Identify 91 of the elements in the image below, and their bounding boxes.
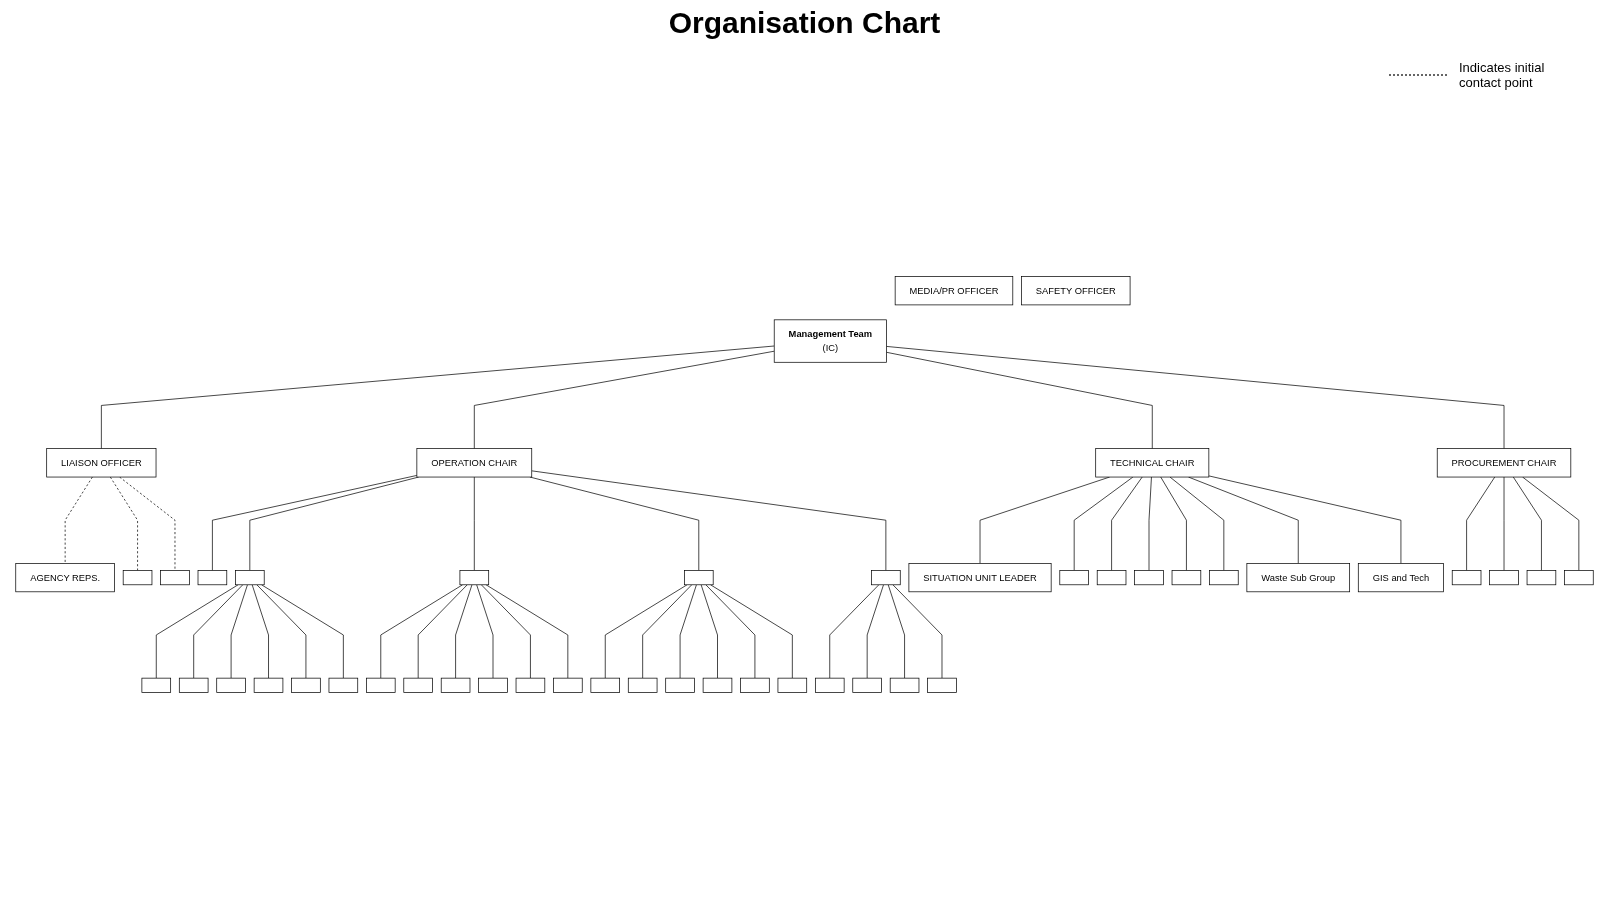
connector [886, 351, 1153, 449]
connector [1160, 476, 1187, 571]
connector [155, 584, 239, 679]
node-box [815, 677, 845, 693]
connector [1111, 476, 1143, 571]
node-box [889, 677, 920, 693]
legend-text: Indicates initial contact point [1459, 60, 1546, 90]
node-box: Management Team (IC) [773, 319, 887, 363]
node-box [871, 570, 901, 586]
node-box [253, 677, 284, 693]
node-box [777, 677, 808, 693]
connector [531, 470, 887, 571]
node-box [403, 677, 433, 693]
connector [887, 584, 905, 679]
connector [1522, 476, 1580, 571]
connector [380, 584, 463, 679]
node-box: TECHNICAL CHAIR [1095, 448, 1210, 478]
node-box: OPERATION CHAIR [416, 448, 533, 478]
node-box [927, 677, 957, 693]
node-box [1134, 570, 1164, 586]
node-box [235, 570, 265, 586]
node-box [1451, 570, 1482, 586]
node-box: SITUATION UNIT LEADER [908, 563, 1052, 593]
connector [529, 476, 700, 571]
node-box [1489, 570, 1519, 586]
connector [1169, 476, 1225, 571]
connector [1512, 476, 1542, 571]
node-box [141, 677, 172, 693]
connector [212, 475, 418, 571]
node-box [515, 677, 546, 693]
connector [700, 584, 718, 679]
node-box [1564, 570, 1594, 586]
node-box [478, 677, 508, 693]
node-box [852, 677, 882, 693]
connector [866, 584, 884, 679]
connector [710, 584, 793, 679]
node-box [197, 570, 228, 586]
connector [485, 584, 569, 679]
node-box [328, 677, 359, 693]
node-box: SAFETY OFFICER [1021, 276, 1131, 306]
node-box [1209, 570, 1239, 586]
connector [101, 345, 775, 449]
node-box [440, 677, 471, 693]
node-box [684, 570, 714, 586]
node-box [590, 677, 620, 693]
chart-title: Organisation Chart [668, 6, 941, 40]
node-box [627, 677, 658, 693]
node-box [160, 570, 190, 586]
connector [417, 584, 468, 679]
node-box: PROCUREMENT CHAIR [1436, 448, 1572, 478]
node-box [553, 677, 583, 693]
connector [473, 476, 475, 571]
node-box: GIS and Tech [1357, 563, 1444, 593]
connector [1466, 476, 1496, 571]
node-box [1171, 570, 1202, 586]
connector [886, 346, 1505, 449]
connector [455, 584, 473, 679]
node-box [178, 677, 209, 693]
connector [705, 584, 756, 679]
connector [251, 584, 269, 679]
connector [1073, 476, 1134, 571]
node-box [122, 570, 153, 586]
node-box [1096, 570, 1127, 586]
connector [256, 584, 307, 679]
node-box [702, 677, 733, 693]
connector [892, 584, 943, 679]
node-box [1059, 570, 1089, 586]
connector [1208, 475, 1402, 564]
node-box [291, 677, 321, 693]
node-box: Waste Sub Group [1246, 563, 1350, 593]
node-box: MEDIA/PR OFFICER [894, 276, 1014, 306]
node-box [740, 677, 770, 693]
node-box [1526, 570, 1557, 586]
node-box [216, 677, 246, 693]
connector [473, 350, 775, 449]
node-box [459, 570, 490, 586]
node-box: LIAISON OFFICER [46, 448, 157, 478]
connector [604, 584, 688, 679]
connector [642, 584, 693, 679]
connector [261, 584, 344, 679]
connector [679, 584, 697, 679]
connector [476, 584, 494, 679]
connector [1503, 476, 1505, 571]
connector [480, 584, 531, 679]
connector [829, 584, 880, 679]
node-box: AGENCY REPS. [15, 563, 115, 593]
connector [230, 584, 248, 679]
connector [1148, 476, 1152, 571]
node-box [366, 677, 396, 693]
connector [193, 584, 244, 679]
node-box [665, 677, 695, 693]
